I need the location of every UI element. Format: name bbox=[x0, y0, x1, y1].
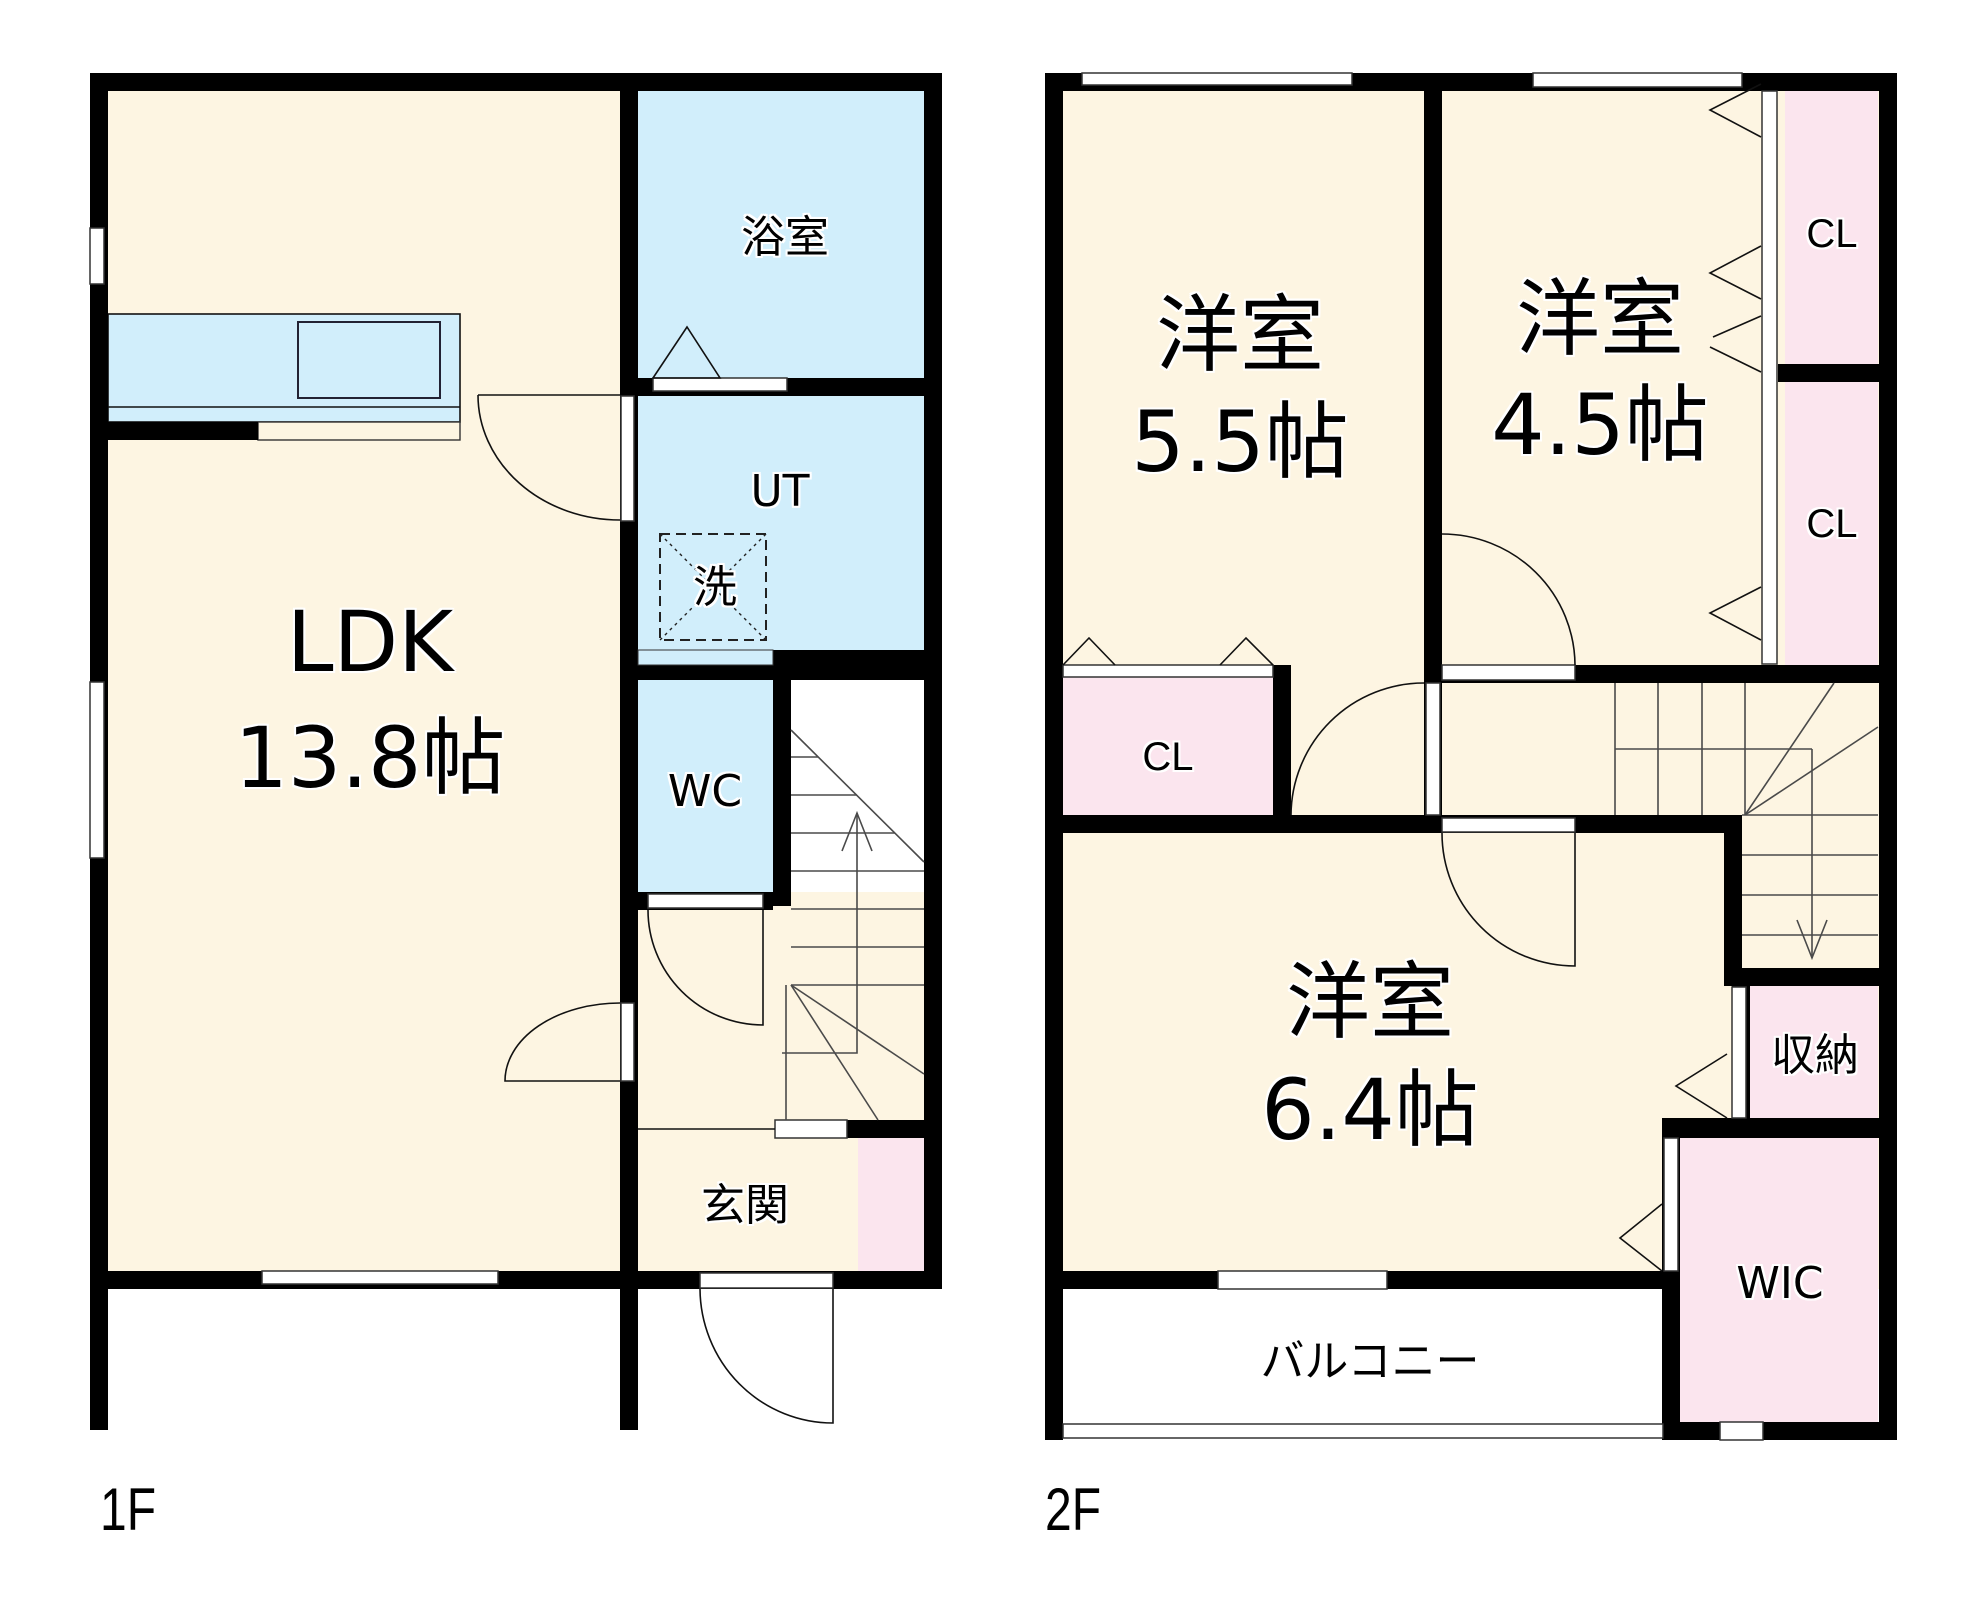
stair-2f bbox=[1614, 682, 1879, 961]
storage-area bbox=[1750, 985, 1878, 1118]
room-6-4-door-swing bbox=[1441, 832, 1576, 967]
window-4-5 bbox=[1532, 72, 1743, 88]
floor-label-1f: 1F bbox=[100, 1476, 157, 1543]
room-4-5-door bbox=[1441, 664, 1576, 681]
stair-gate bbox=[774, 1119, 848, 1139]
ldk-label: LDK bbox=[286, 593, 454, 691]
closet-a-fold-marker-1 bbox=[1062, 636, 1116, 666]
ldk-door-panel bbox=[620, 1002, 635, 1082]
balcony-area bbox=[1063, 1289, 1663, 1424]
wic-window bbox=[1719, 1421, 1764, 1441]
bath-door bbox=[652, 377, 788, 392]
closet-b-fold-marker-2 bbox=[1708, 245, 1762, 300]
shoe-storage bbox=[858, 1138, 924, 1271]
entrance-label: 玄関 bbox=[701, 1180, 789, 1231]
room-4-5-door-swing bbox=[1441, 533, 1576, 666]
closet-b-area bbox=[1785, 91, 1878, 364]
stair-up-arrow bbox=[782, 813, 858, 1054]
balcony-window bbox=[1217, 1270, 1388, 1290]
front-door-swing bbox=[699, 1288, 834, 1424]
closet-c-area bbox=[1785, 382, 1878, 665]
room-4-5-label: 洋室 bbox=[1515, 270, 1684, 368]
room-6-4-label: 洋室 bbox=[1285, 953, 1454, 1051]
window-5-5 bbox=[1081, 72, 1353, 86]
balcony-label: バルコニー bbox=[1260, 1336, 1480, 1387]
window-ldk-west-lower bbox=[89, 681, 105, 859]
floor-label-2f: 2F bbox=[1045, 1476, 1102, 1543]
bath-door-marker bbox=[651, 325, 722, 379]
room-5-5-size: 5.5帖 bbox=[1131, 393, 1349, 491]
storage-door bbox=[1731, 986, 1747, 1119]
ldk-hall-door-swing bbox=[504, 1002, 621, 1082]
toilet-door-swing bbox=[647, 909, 764, 1026]
kitchen-counter bbox=[107, 313, 461, 423]
stair-1f bbox=[782, 729, 925, 1121]
wic-area bbox=[1680, 1138, 1878, 1424]
balcony-railing bbox=[1062, 1423, 1664, 1439]
front-door-frame bbox=[699, 1272, 834, 1289]
utility-label: UT bbox=[750, 466, 810, 517]
toilet-label: WC bbox=[667, 766, 743, 817]
ldk-floor bbox=[90, 73, 638, 1289]
room-6-4-door bbox=[1441, 817, 1576, 833]
closet-c-fold-marker bbox=[1708, 586, 1762, 641]
floor-1f-plan bbox=[89, 73, 942, 1430]
closet-bc-doors bbox=[1761, 90, 1778, 665]
wic-label: WIC bbox=[1736, 1258, 1824, 1309]
window-ldk-south bbox=[261, 1270, 499, 1285]
closet-b-fold-marker-1 bbox=[1708, 83, 1762, 138]
closet-a-label: CL bbox=[1142, 735, 1194, 779]
room-6-4-size: 6.4帖 bbox=[1261, 1061, 1479, 1159]
closet-a-door bbox=[1062, 664, 1274, 678]
wic-door bbox=[1663, 1137, 1679, 1272]
closet-a-fold-marker-2 bbox=[1219, 636, 1274, 666]
toilet-door bbox=[647, 893, 764, 909]
storage-label: 収納 bbox=[1771, 1030, 1859, 1081]
utility-door bbox=[620, 395, 635, 522]
window-ldk-west-upper bbox=[89, 227, 105, 285]
bath-label: 浴室 bbox=[741, 212, 829, 263]
utility-floor bbox=[638, 396, 924, 650]
closet-c-label: CL bbox=[1806, 502, 1858, 546]
ldk-size: 13.8帖 bbox=[234, 709, 506, 807]
room-5-5-door-swing bbox=[1290, 682, 1425, 816]
wic-fold-marker bbox=[1618, 1203, 1663, 1272]
storage-fold-marker bbox=[1674, 1053, 1728, 1119]
closet-b-label: CL bbox=[1806, 212, 1858, 256]
floor-2f-plan bbox=[1045, 72, 1897, 1441]
washer-label: 洗 bbox=[693, 562, 737, 613]
room-4-5-size: 4.5帖 bbox=[1491, 376, 1709, 474]
kitchen-sink bbox=[297, 321, 441, 399]
toilet-floor bbox=[638, 680, 773, 892]
room-5-5-label: 洋室 bbox=[1155, 286, 1324, 384]
washer-space bbox=[659, 533, 767, 641]
room-5-5-door bbox=[1425, 682, 1441, 816]
ldk-utility-door-swing bbox=[477, 394, 621, 521]
closet-a-area bbox=[1063, 677, 1273, 815]
